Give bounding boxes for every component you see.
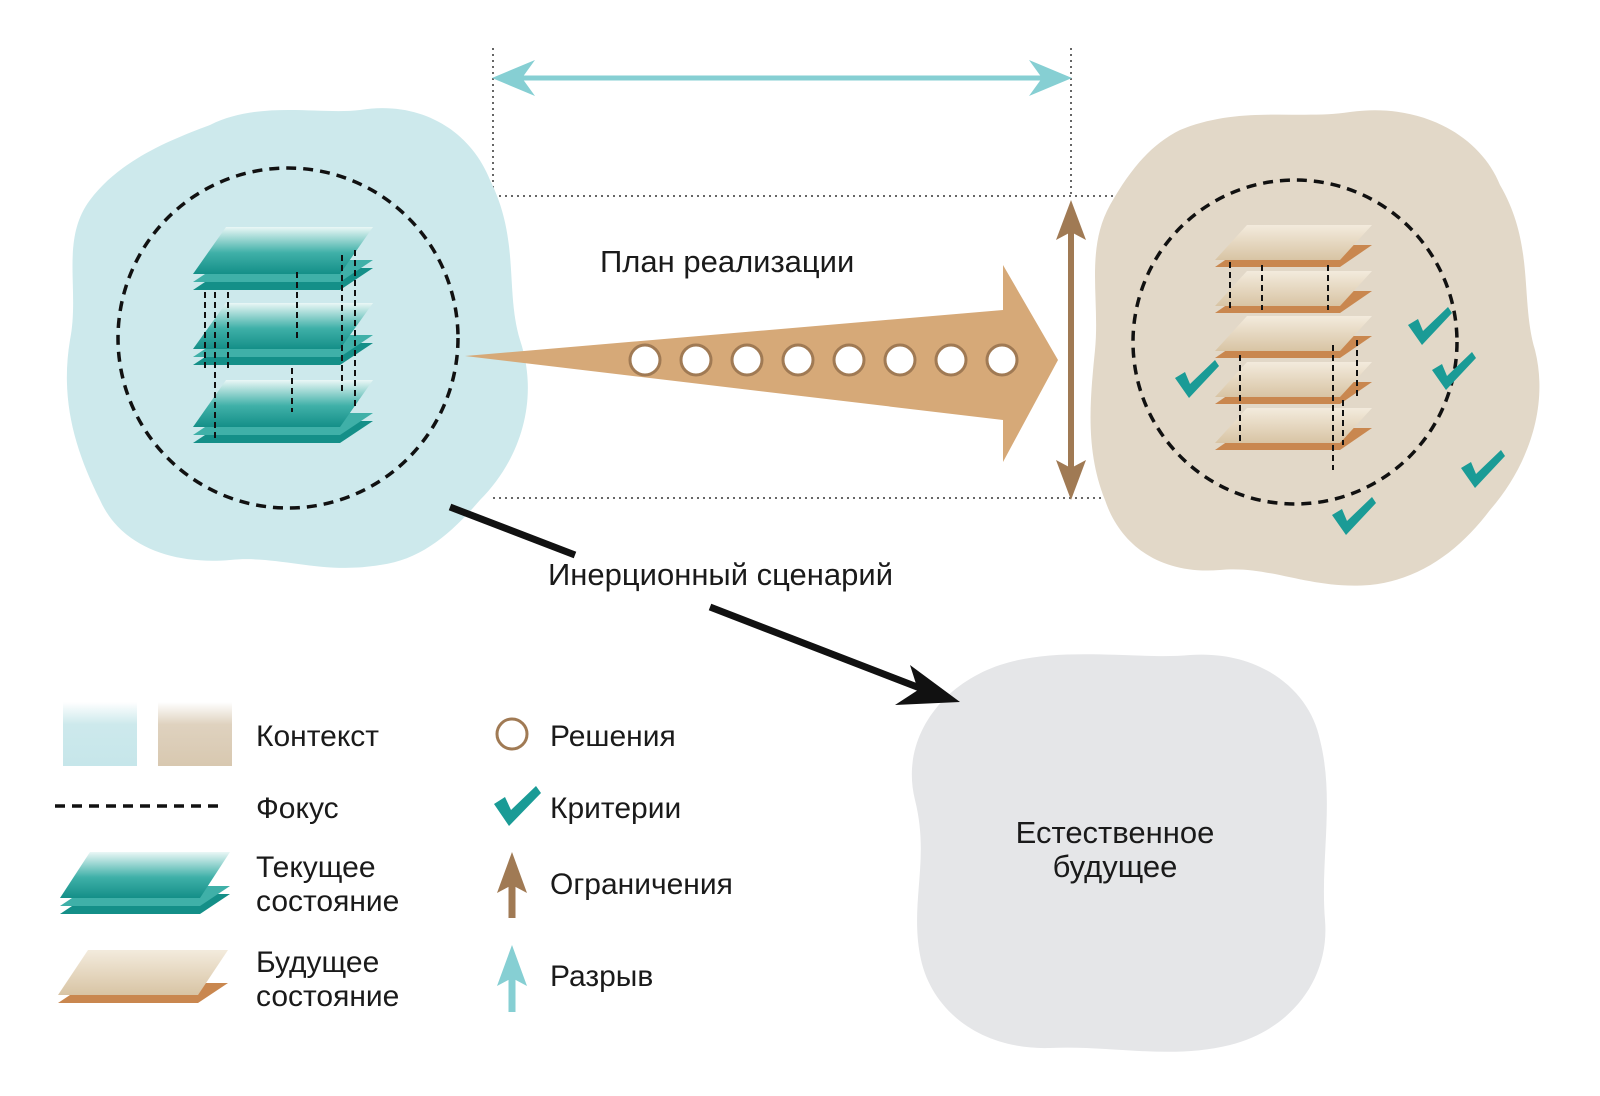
legend-context-teal-swatch <box>63 702 137 766</box>
plan-label: План реализации <box>600 244 854 279</box>
solutions-circles <box>628 343 1019 377</box>
legend-constraints-label: Ограничения <box>550 868 733 901</box>
inertia-label: Инерционный сценарий <box>548 557 893 592</box>
constraints-arrow <box>1056 200 1086 500</box>
solution-circle <box>628 343 662 377</box>
legend-focus-label: Фокус <box>256 792 339 825</box>
gap-frame <box>492 48 1170 499</box>
future-state-stack <box>1215 225 1372 470</box>
check-icon <box>1432 352 1476 390</box>
check-icon <box>1332 497 1376 535</box>
inertia-arrow <box>448 503 960 705</box>
natural-future-label-1: Естественное <box>1016 815 1215 850</box>
future-layer-1 <box>1215 225 1372 267</box>
check-icon <box>1408 307 1452 345</box>
solution-circle <box>679 343 713 377</box>
legend: Контекст Фокус Текущее состояние Будущее… <box>55 702 733 1013</box>
criteria-checks <box>1175 307 1505 535</box>
legend-solutions-icon <box>495 717 529 751</box>
legend-check-icon <box>494 786 541 826</box>
legend-context-tan-swatch <box>158 702 232 766</box>
current-state-stack <box>193 227 373 443</box>
legend-criteria-label: Критерии <box>550 792 681 825</box>
solution-circle <box>832 343 866 377</box>
natural-future-blob <box>911 654 1327 1052</box>
gap-arrow <box>492 60 1072 96</box>
legend-future-state-label-2: состояние <box>256 980 399 1013</box>
legend-constraints-arrow-icon <box>497 852 527 918</box>
current-layer-bottom <box>193 380 373 443</box>
check-icon <box>1175 360 1219 398</box>
current-layer-middle <box>193 303 373 365</box>
legend-current-state-label-1: Текущее <box>256 851 376 884</box>
legend-future-state-label-1: Будущее <box>256 946 379 979</box>
future-layer-3 <box>1215 316 1372 358</box>
legend-current-state-icon <box>60 852 230 914</box>
future-focus-circle <box>1131 178 1459 506</box>
legend-gap-label: Разрыв <box>550 960 653 993</box>
legend-gap-arrow-icon <box>497 945 527 1012</box>
solution-circle <box>934 343 968 377</box>
future-layer-2 <box>1215 271 1372 313</box>
legend-solutions-label: Решения <box>550 720 676 753</box>
solution-circle <box>883 343 917 377</box>
legend-current-state-label-2: состояние <box>256 885 399 918</box>
check-icon <box>1461 450 1505 488</box>
current-focus-circle <box>116 166 460 510</box>
legend-future-state-icon <box>58 950 228 1003</box>
solution-circle <box>985 343 1019 377</box>
legend-context-label: Контекст <box>256 720 379 753</box>
solution-circle <box>781 343 815 377</box>
natural-future-label-2: будущее <box>1053 849 1178 884</box>
current-layer-top <box>193 227 373 290</box>
solution-circle <box>730 343 764 377</box>
